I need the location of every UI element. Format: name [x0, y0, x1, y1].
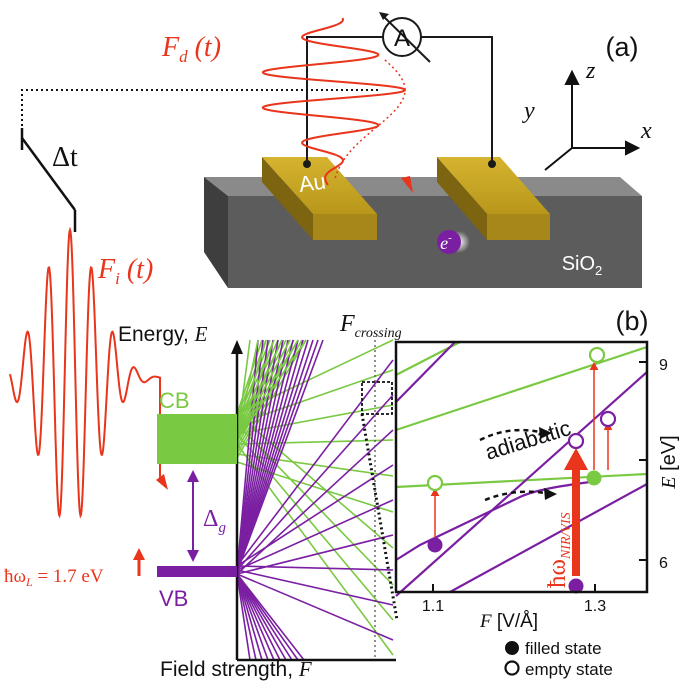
axes-icon [544, 69, 641, 171]
au-electrode-right [437, 157, 550, 240]
legend-filled-marker [505, 641, 519, 655]
inset-ytick-6: 6 [659, 555, 668, 572]
electron-label: e- [440, 232, 452, 253]
contact-right [488, 160, 496, 168]
electron: e- [437, 230, 470, 254]
delay-guide [21, 89, 378, 128]
contact-left [303, 160, 311, 168]
legend-empty-label: empty state [525, 660, 613, 679]
ammeter-label: A [394, 25, 410, 52]
inset-ytick-9: 9 [659, 357, 668, 374]
valence-band [157, 566, 237, 577]
au-electrode-left [262, 157, 377, 240]
sio2-label: SiO2 [562, 253, 603, 278]
conduction-band [157, 414, 237, 464]
vb-label: VB [159, 586, 188, 611]
band-fan-diagram [236, 339, 394, 661]
f-crossing-label: Fcrossing [339, 311, 402, 341]
inset-y-ticks [432, 361, 647, 592]
inject-pulse-waveform [9, 226, 161, 519]
cb-label: CB [159, 388, 190, 413]
axis-y-label: y [522, 98, 535, 124]
band-gap-label: Δg [203, 506, 226, 536]
drive-pulse-label: Fd (t) [161, 32, 221, 66]
ammeter-icon [379, 12, 431, 63]
photon-arrow [133, 548, 145, 576]
inject-pulse-label: Fi (t) [97, 254, 153, 288]
inject-pulse-arrowhead [156, 474, 168, 490]
field-axis-label: Field strength, F [160, 657, 312, 681]
legend-filled-label: filled state [525, 639, 602, 658]
au-label: Au [297, 168, 327, 197]
axis-x-label: x [640, 118, 652, 144]
inset-x-label: F [V/Å] [479, 611, 538, 632]
zoom-box [361, 381, 393, 415]
photon-energy-label: ħωL = 1.7 eV [4, 566, 104, 589]
energy-field-axes [231, 340, 396, 662]
inset-y-label: E [eV] [658, 435, 680, 489]
energy-axis-label: Energy, E [118, 322, 208, 346]
delay-label: Δt [52, 142, 78, 173]
band-gap-arrow [187, 470, 199, 562]
panel-a-label: (a) [606, 32, 639, 62]
legend-empty-marker [504, 660, 520, 676]
panel-b-label: (b) [616, 306, 649, 336]
inset-xtick-1-1: 1.1 [422, 598, 444, 615]
hw-nir-label: ħωNIR/VIS [544, 512, 574, 588]
delay-marker [20, 128, 77, 232]
axis-z-label: z [585, 58, 596, 84]
drive-pulse-waveform [261, 17, 413, 193]
inset-xtick-1-3: 1.3 [584, 598, 606, 615]
circuit-wires [306, 36, 493, 164]
